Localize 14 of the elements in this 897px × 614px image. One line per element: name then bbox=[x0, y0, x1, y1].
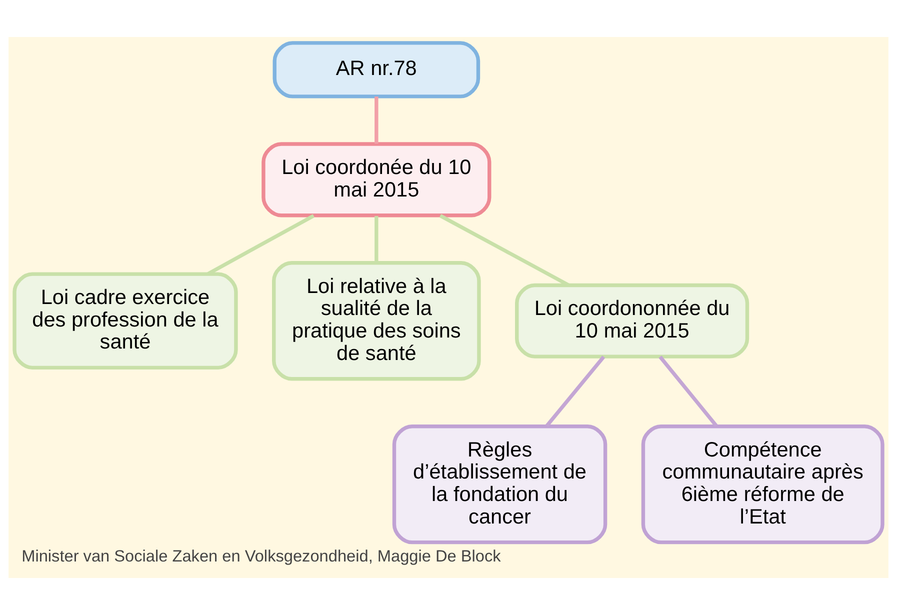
node-box: Loi coordonée du 10 mai 2015 bbox=[262, 142, 492, 217]
caption: Minister van Sociale Zaken en Volksgezondheid, Maggie De Block bbox=[22, 546, 501, 565]
node-box: AR nr.78 bbox=[272, 40, 480, 98]
connector bbox=[439, 214, 570, 286]
node-box: Loi coordononnée du 10 mai 2015 bbox=[515, 282, 750, 358]
node-box: Compétence communautaire après 6ième réforme de l’Etat bbox=[641, 424, 884, 544]
connector bbox=[374, 216, 378, 262]
connector bbox=[207, 214, 315, 275]
connector bbox=[374, 96, 378, 144]
node-box: Loi cadre exercice des profession de la santé bbox=[12, 272, 238, 370]
node-box: Règles d’établissement de la fondation du cancer bbox=[392, 424, 608, 544]
connector bbox=[658, 355, 718, 426]
node-box: Loi relative à la sualité de la pratique des soins de santé bbox=[272, 260, 481, 380]
connector bbox=[545, 355, 606, 426]
